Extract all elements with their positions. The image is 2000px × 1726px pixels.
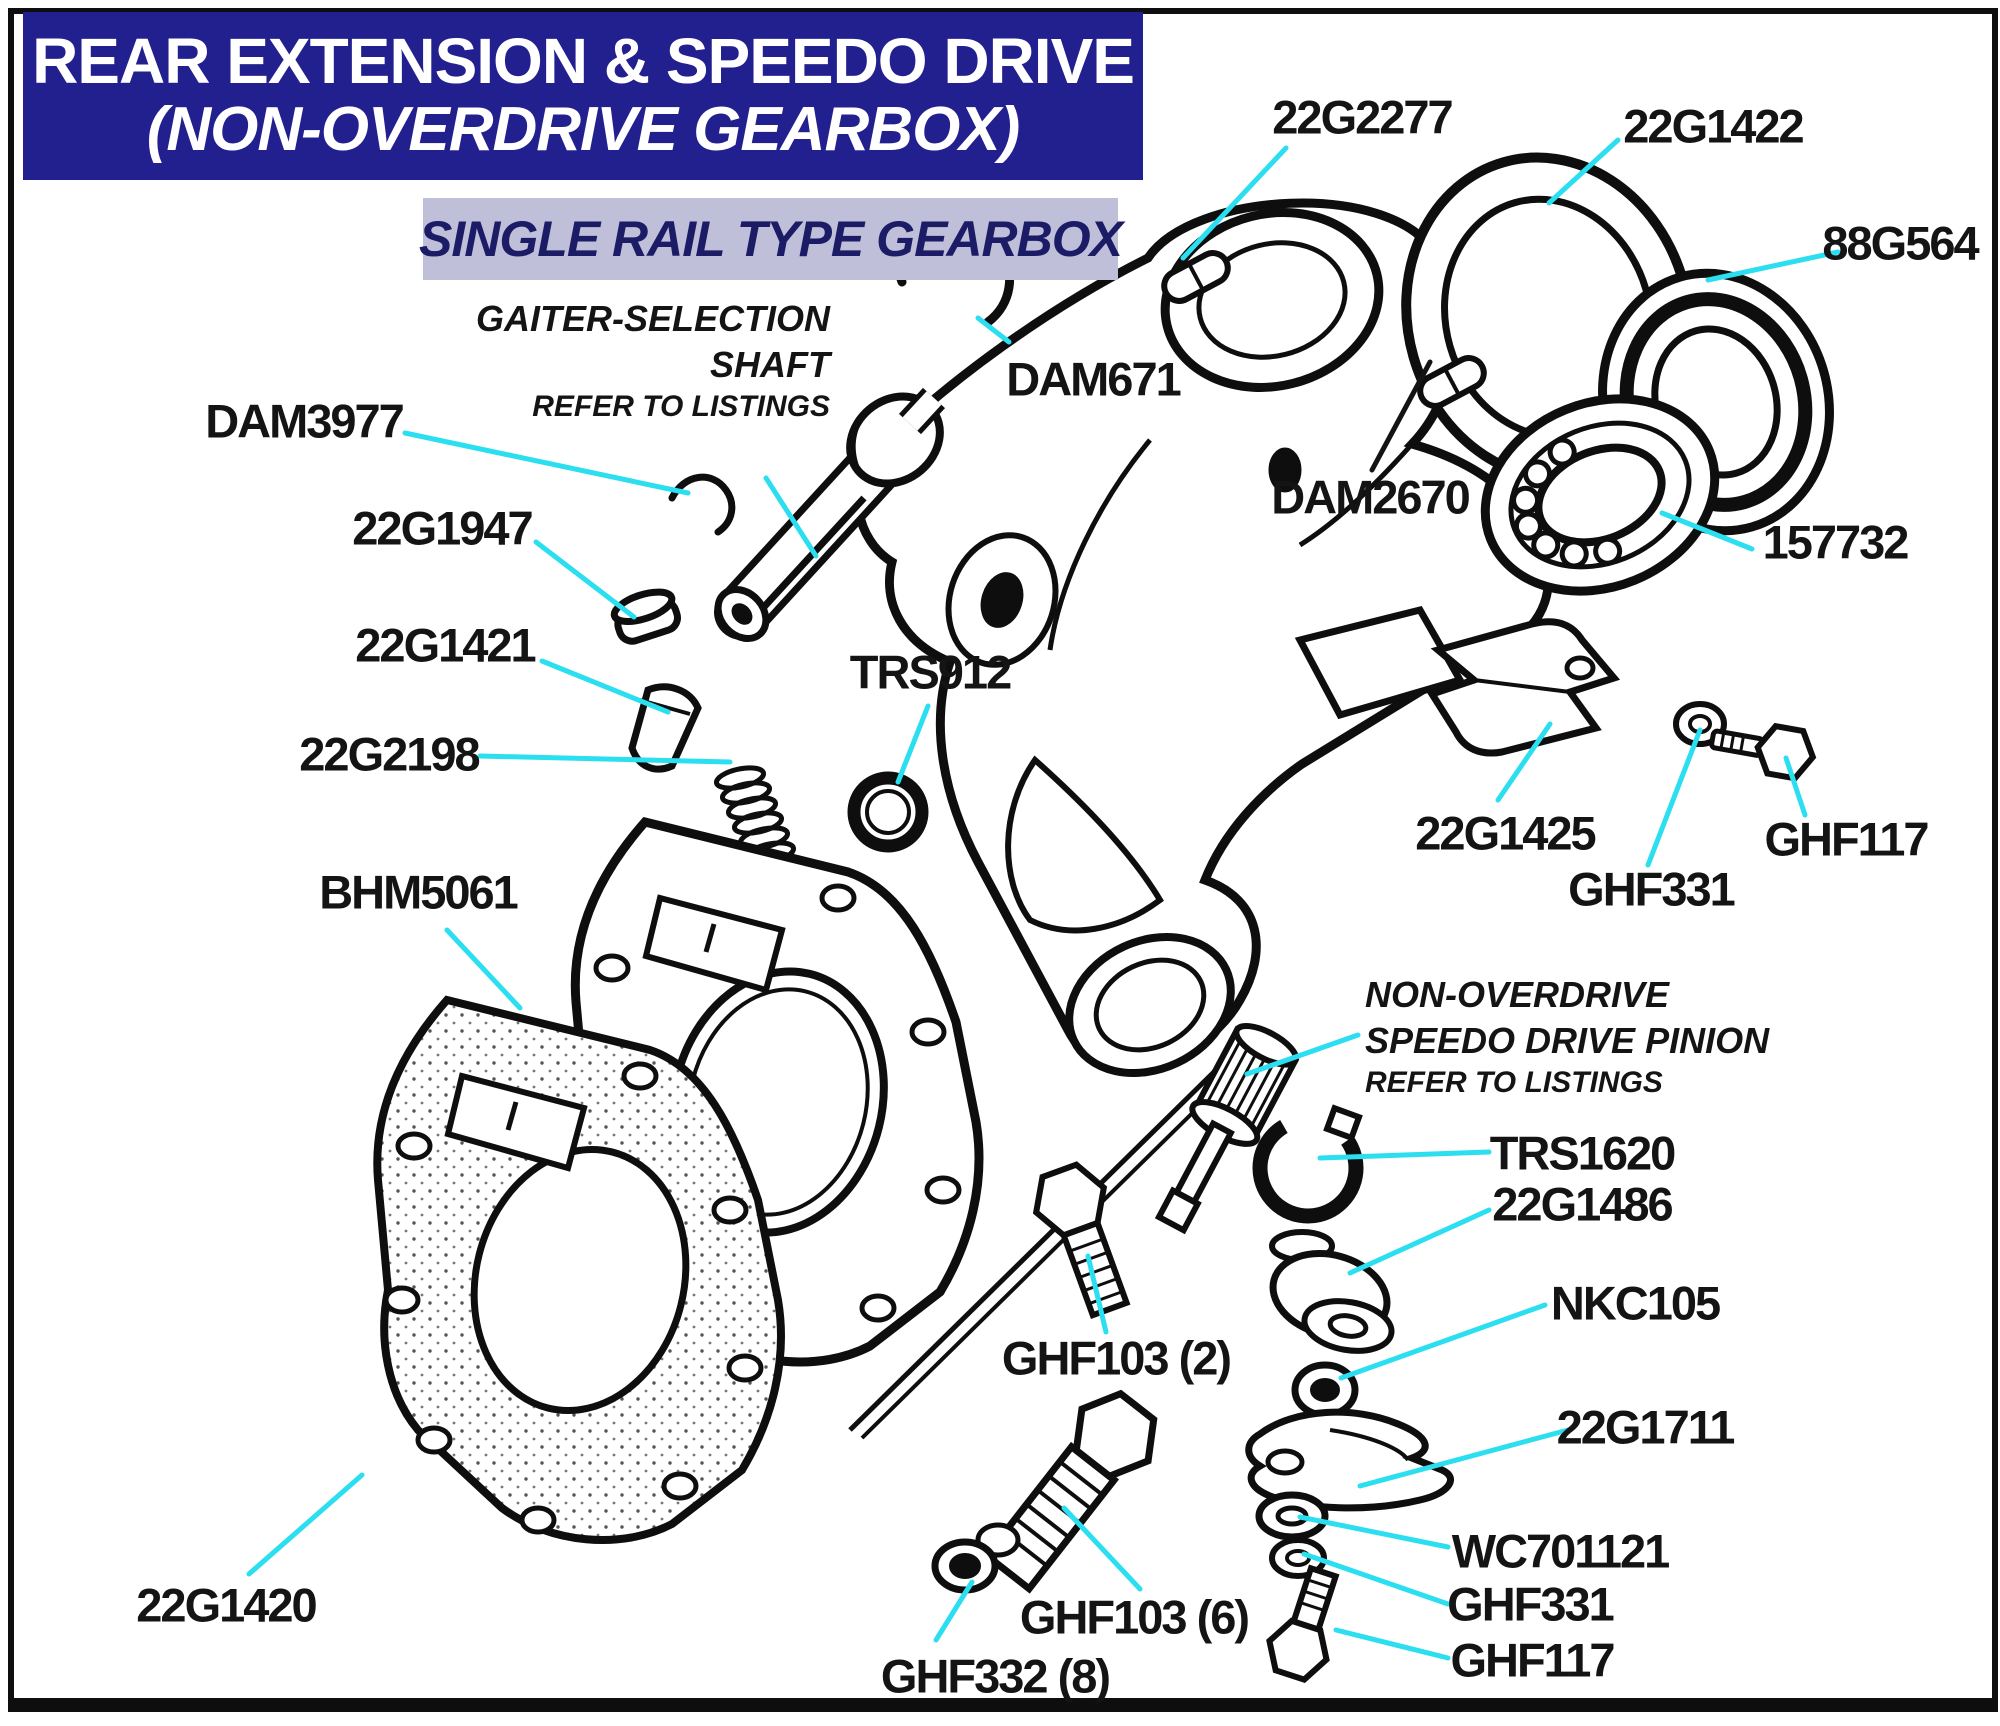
page-border-bottom (8, 1698, 1992, 1708)
bracket-22g1425-icon (1426, 618, 1621, 757)
bearing-icon (1480, 394, 1720, 596)
title-banner: REAR EXTENSION & SPEEDO DRIVE (NON-OVERD… (23, 12, 1143, 180)
leader-line-157732 (1659, 510, 1755, 552)
speedo-pinion-icon (1154, 1022, 1300, 1235)
washer-wc701121-icon (1255, 1491, 1329, 1541)
leader-line-pinion-note (1244, 1032, 1361, 1077)
page-title-line2: (NON-OVERDRIVE GEARBOX) (146, 94, 1021, 164)
circlip-dam3977-icon (668, 473, 736, 536)
leader-line-ghf103-6 (1061, 1505, 1143, 1592)
leader-line-ghf117-upper (1783, 755, 1808, 818)
nut-ghf332-icon (931, 1522, 1021, 1594)
sleeve-22g1486-icon (1269, 1229, 1395, 1354)
leader-line-22g2277 (1180, 145, 1289, 261)
leader-line-ghf331-lower (1301, 1551, 1451, 1607)
leader-line-ghf117-lower (1333, 1627, 1451, 1661)
leader-line-22g1421 (539, 658, 671, 715)
clamp-22g1711-icon (1245, 1408, 1454, 1512)
leader-line-bhm5061 (444, 927, 523, 1011)
c-washer-trs1620-icon (1252, 1104, 1364, 1224)
bolt-ghf117-lower-icon (1266, 1564, 1340, 1684)
leader-line-dam2670 (1369, 359, 1433, 473)
leader-line-ghf331-upper (1645, 727, 1703, 868)
leader-line-22g1420 (246, 1472, 365, 1577)
leader-line-22g1425 (1495, 721, 1553, 803)
leader-line-gaiter-note (763, 475, 819, 559)
leader-line-ghf103-2 (1085, 1253, 1109, 1335)
o-ring-trs912-icon (847, 771, 929, 853)
leader-line-22g2198 (477, 753, 733, 765)
leader-line-trs1620 (1317, 1149, 1492, 1161)
leader-line-22g1422 (1546, 137, 1621, 206)
leader-line-wc701121 (1297, 1514, 1451, 1550)
page-subtitle: SINGLE RAIL TYPE GEARBOX (419, 211, 1123, 267)
gasket-icon (373, 995, 785, 1544)
leader-line-22g1947 (533, 539, 637, 620)
page-title-line1: REAR EXTENSION & SPEEDO DRIVE (32, 25, 1135, 98)
pin-22g2277-icon (1161, 250, 1231, 304)
leader-line-22g1711 (1357, 1427, 1571, 1489)
pin-dam2670-icon (1417, 355, 1487, 409)
leader-line-88g564 (1705, 249, 1841, 283)
leader-line-ghf332-8 (933, 1579, 975, 1643)
leader-line-dam3977 (402, 430, 691, 496)
leader-line-22g1486 (1347, 1207, 1492, 1276)
leader-line-trs912 (895, 703, 931, 785)
bolt-ghf103-2-icon (1032, 1161, 1131, 1320)
leader-line-nkc105 (1338, 1302, 1548, 1381)
leader-line-dam671 (975, 315, 1012, 345)
subtitle-banner: SINGLE RAIL TYPE GEARBOX (419, 198, 1123, 280)
page-border (8, 8, 1998, 1712)
